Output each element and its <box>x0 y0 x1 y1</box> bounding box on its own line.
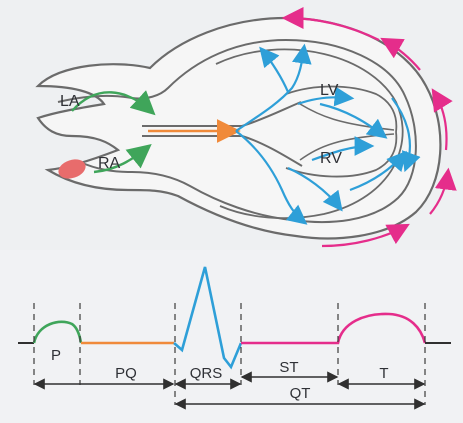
ecg-guides <box>33 303 426 405</box>
blue-branch-upper-3 <box>297 86 355 107</box>
ra-arrow-icon <box>93 143 152 174</box>
blue-branch-upper-1 <box>235 43 312 132</box>
ecg-label-st: ST <box>279 359 298 376</box>
right-ventricle-wall <box>285 131 398 178</box>
heart-illustration: LA RA LV RV <box>35 7 457 248</box>
blue-branch-lower-3 <box>311 136 375 162</box>
ecg-section: P PQ QRS ST T QT <box>18 266 451 410</box>
ecg-label-pq: PQ <box>115 365 137 382</box>
st-segment-and-t-wave <box>241 312 427 345</box>
blue-branch-lower-2 <box>287 166 343 212</box>
conduction-branches <box>235 43 421 225</box>
blue-branch-right <box>391 97 421 173</box>
rv-label: RV <box>320 150 342 167</box>
repolarization-arrows <box>281 7 457 248</box>
magenta-arrow-right <box>431 88 453 151</box>
magenta-arrow-lower-right <box>429 167 457 215</box>
left-ventricle-wall <box>285 85 398 133</box>
lv-label: LV <box>320 82 339 99</box>
ecg-label-t: T <box>379 365 388 382</box>
ecg-label-p: P <box>51 347 61 364</box>
lower-background <box>0 250 463 423</box>
blue-branch-upper-4 <box>319 102 388 139</box>
la-label: LA <box>60 93 80 110</box>
magenta-arrow-upper-right <box>380 37 421 71</box>
magenta-arrow-top <box>281 7 380 41</box>
qrs-complex <box>173 266 243 370</box>
blue-branch-lower-4 <box>349 150 407 192</box>
la-arrow-icon <box>71 90 156 116</box>
blue-branch-upper-2 <box>259 46 290 93</box>
ecg-label-qt: QT <box>290 385 311 402</box>
magenta-arrow-bottom <box>321 223 410 248</box>
inner-heart-outline <box>57 38 417 224</box>
ra-label: RA <box>98 155 121 172</box>
ecg-measure-lines <box>33 371 426 410</box>
blue-branch-lower-1 <box>235 130 308 225</box>
sinoatrial-node-icon <box>58 159 86 179</box>
ecg-label-qrs: QRS <box>190 365 223 382</box>
